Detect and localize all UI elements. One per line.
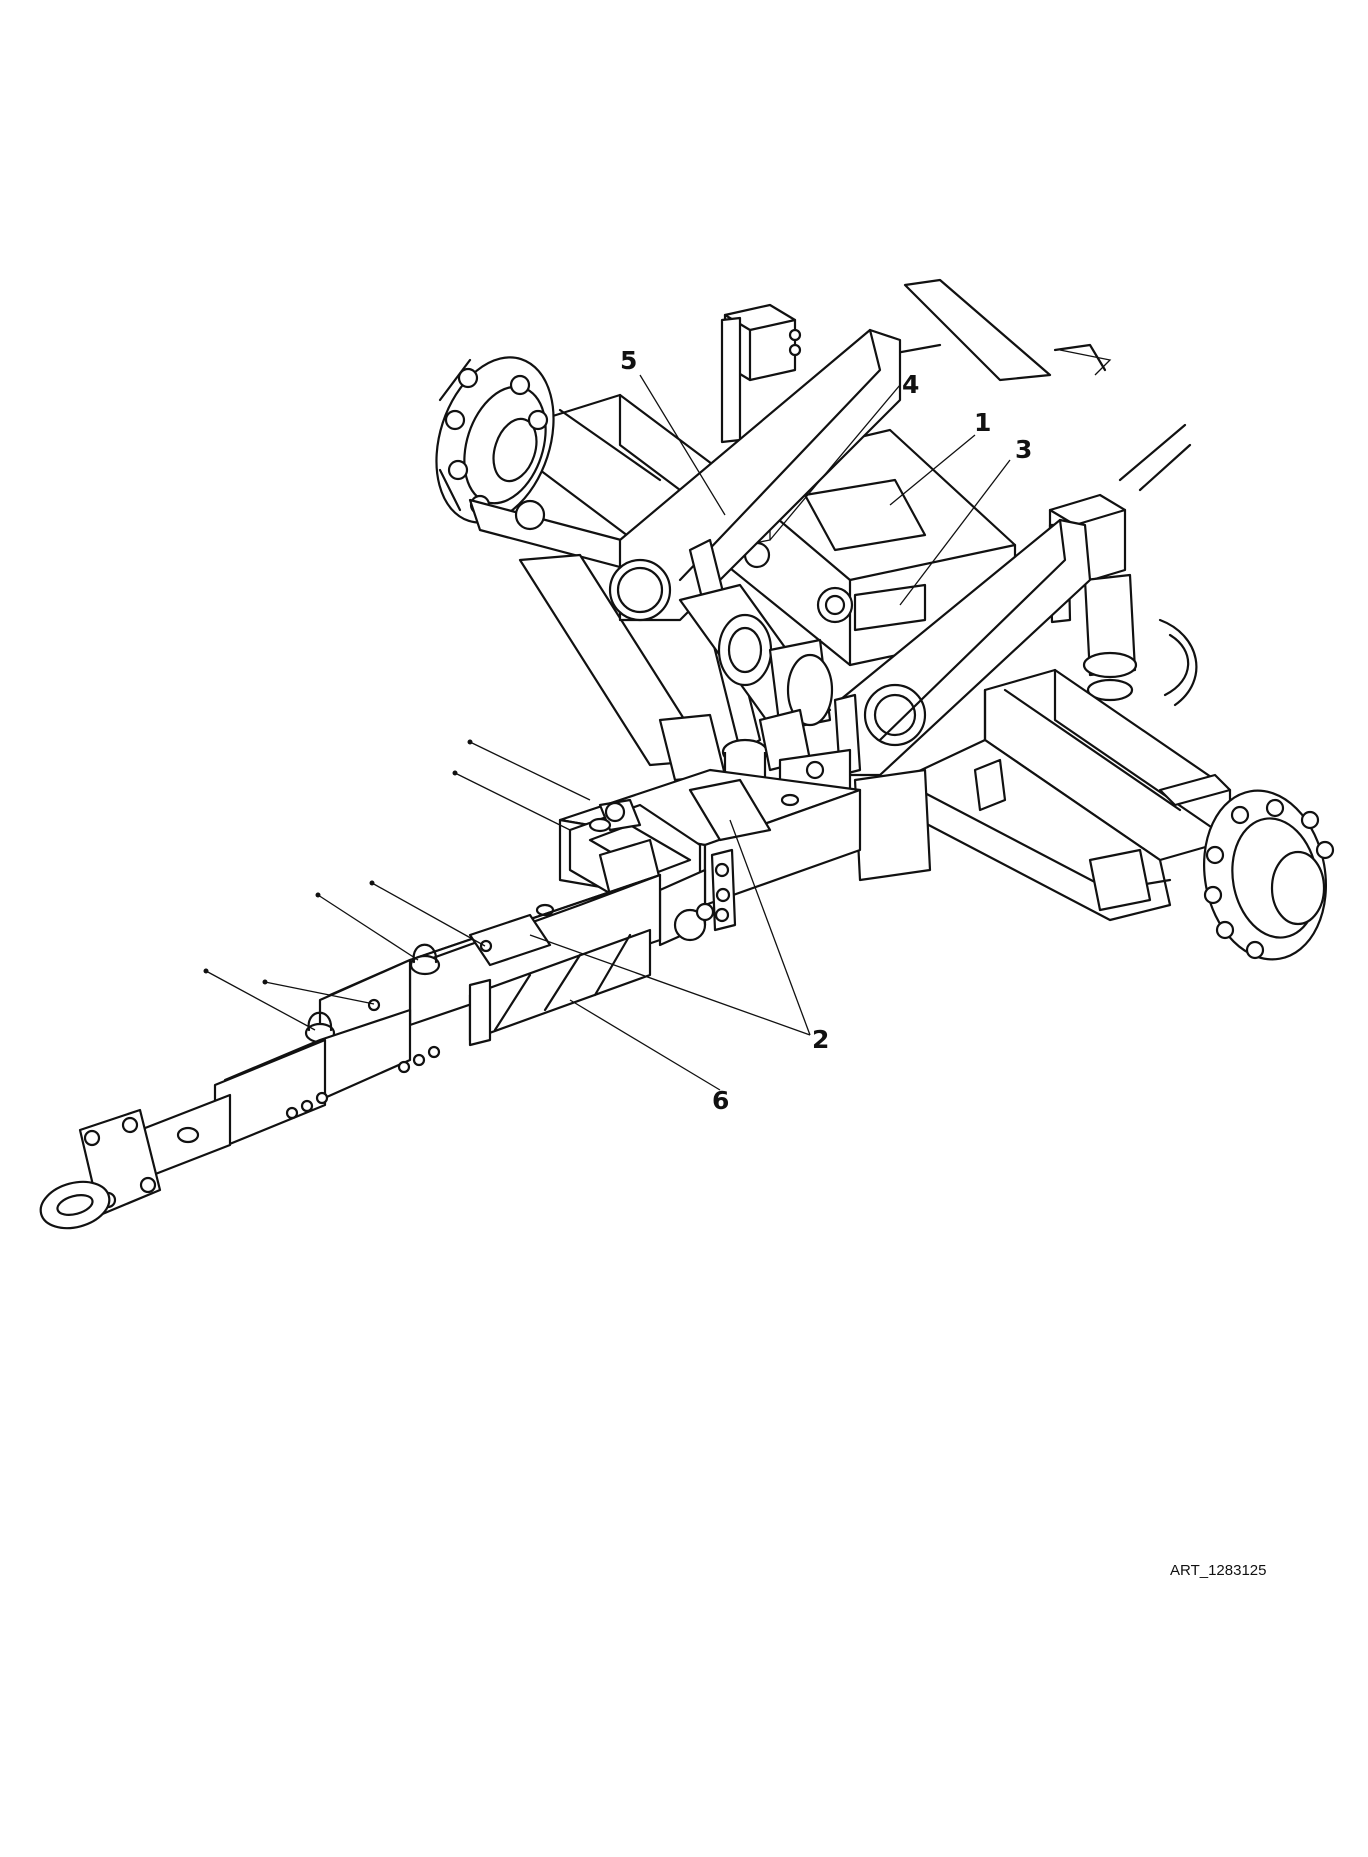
right-yoke-arm xyxy=(833,518,1092,777)
center-cylinder xyxy=(678,583,834,772)
label-decal-2-lower xyxy=(468,913,552,967)
callout-6: 6 xyxy=(712,1086,730,1115)
upper-left-post xyxy=(720,303,802,444)
front-axle xyxy=(898,668,1335,961)
label-decal-1 xyxy=(803,478,927,552)
callout-1: 1 xyxy=(974,408,992,437)
callout-4: 4 xyxy=(902,370,920,399)
right-wheel-hub xyxy=(1202,789,1335,961)
callout-2: 2 xyxy=(812,1025,830,1054)
callout-leaders xyxy=(529,374,1011,1091)
left-wheel-hub xyxy=(435,356,555,524)
drawbar xyxy=(39,768,862,1230)
label-decal-3 xyxy=(853,583,927,632)
callout-5: 5 xyxy=(620,346,638,375)
fastener-leaders xyxy=(203,739,591,1031)
callout-3: 3 xyxy=(1015,435,1033,464)
label-decal-2-upper xyxy=(688,778,772,842)
art-id-label: ART_1283125 xyxy=(1170,1562,1267,1579)
upper-frame-rails xyxy=(883,278,1192,492)
